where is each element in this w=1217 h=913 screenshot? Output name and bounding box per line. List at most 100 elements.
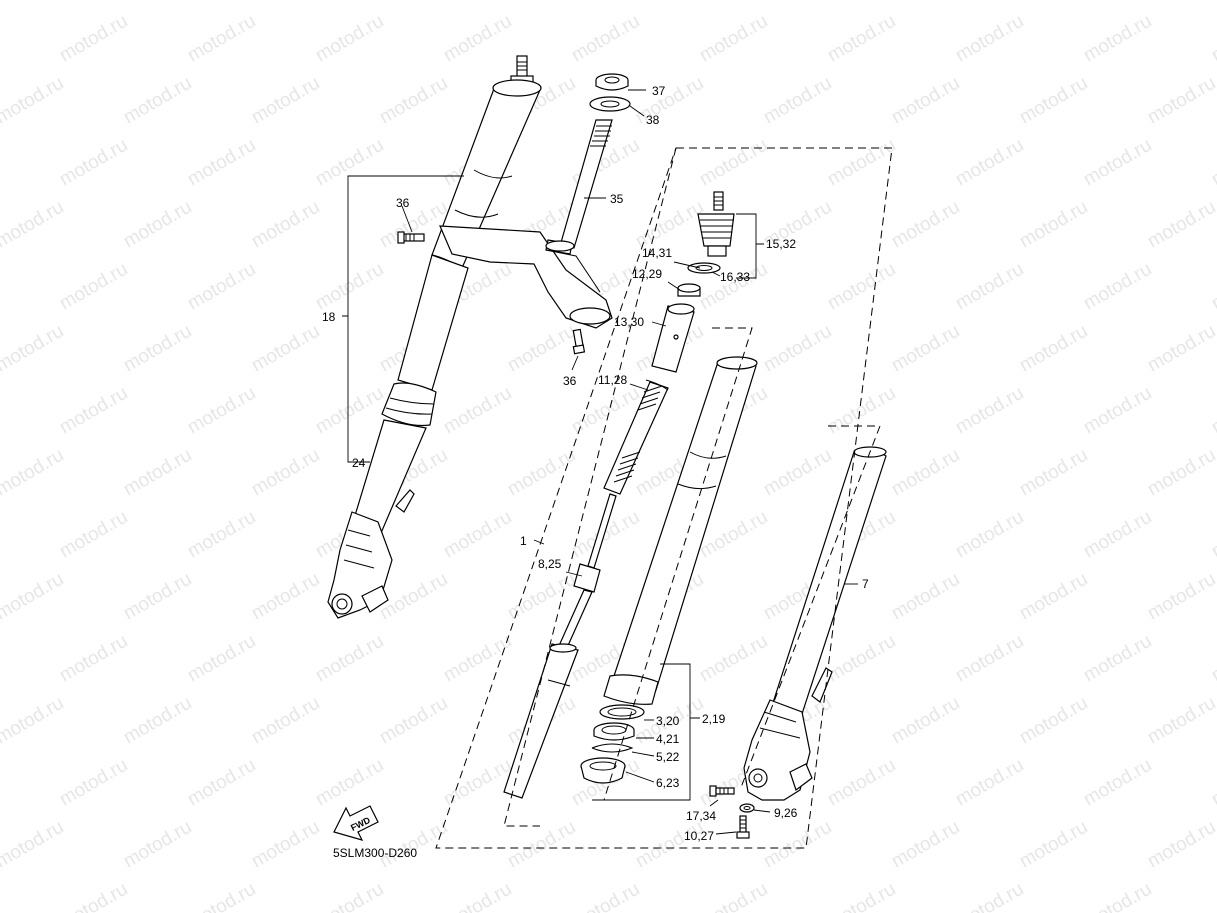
callout-13-30: 13,30: [614, 315, 644, 329]
callout-10-27: 10,27: [684, 829, 714, 843]
clip-5-22: [591, 743, 634, 753]
watermark-text: motod.ru: [568, 879, 643, 913]
watermark-text: motod.ru: [120, 445, 195, 501]
watermark-text: motod.ru: [0, 383, 3, 439]
watermark-text: motod.ru: [1016, 197, 1091, 253]
callout-12-29: 12,29: [632, 267, 662, 281]
watermark-text: motod.ru: [0, 11, 3, 67]
watermark-text: motod.ru: [824, 879, 899, 913]
o-ring-16-33: [687, 262, 721, 274]
watermark-text: motod.ru: [312, 259, 387, 315]
watermark-text: motod.ru: [1016, 817, 1091, 873]
stem-washer-38: [589, 96, 631, 112]
spring-11-28: [603, 379, 669, 495]
oil-seal-4-21: [593, 722, 635, 741]
nut-12-29: [677, 283, 701, 297]
watermark-text: motod.ru: [888, 0, 963, 4]
watermark-text: motod.ru: [248, 197, 323, 253]
watermark-text: motod.ru: [1144, 817, 1217, 873]
watermark-text: motod.ru: [0, 0, 67, 4]
watermark-text: motod.ru: [440, 507, 515, 563]
watermark-text: motod.ru: [440, 11, 515, 67]
leader-lines: [342, 89, 858, 835]
watermark-text: motod.ru: [760, 445, 835, 501]
callout-2-19: 2,19: [702, 712, 726, 726]
watermark-text: motod.ru: [120, 693, 195, 749]
washer-9-26: [739, 803, 755, 813]
callout-8-25: 8,25: [538, 557, 562, 571]
watermark-text: motod.ru: [824, 11, 899, 67]
watermark-text: motod.ru: [888, 817, 963, 873]
watermark-text: motod.ru: [696, 135, 771, 191]
watermark-text: motod.ru: [504, 321, 579, 377]
watermark-text: motod.ru: [1080, 259, 1155, 315]
watermark-text: motod.ru: [760, 73, 835, 129]
callout-36-upper: 36: [396, 196, 410, 210]
outer-tube-exploded: [603, 356, 758, 705]
watermark-text: motod.ru: [1080, 631, 1155, 687]
watermark-text: motod.ru: [184, 383, 259, 439]
watermark-text: motod.ru: [376, 73, 451, 129]
watermark-text: motod.ru: [1208, 383, 1217, 439]
callout-35: 35: [610, 192, 624, 206]
watermark-text: motod.ru: [184, 879, 259, 913]
callout-11-28: 11,28: [598, 373, 627, 387]
callout-4-21: 4,21: [656, 732, 680, 746]
watermark-text: motod.ru: [184, 11, 259, 67]
watermark-text: motod.ru: [504, 0, 579, 4]
watermark-text: motod.ru: [1144, 569, 1217, 625]
watermark-text: motod.ru: [696, 631, 771, 687]
watermark-text: motod.ru: [1080, 755, 1155, 811]
callout-18: 18: [322, 310, 336, 324]
watermark-text: motod.ru: [1208, 507, 1217, 563]
callout-6-23: 6,23: [656, 776, 680, 790]
watermark-text: motod.ru: [248, 73, 323, 129]
watermark-text: motod.ru: [1144, 197, 1217, 253]
watermark-text: motod.ru: [1016, 321, 1091, 377]
callout-36-lower: 36: [563, 374, 577, 388]
fwd-arrow: FWD: [333, 805, 379, 841]
bolt-17-34: [709, 785, 735, 797]
watermark-text: motod.ru: [120, 0, 195, 4]
watermark-text: motod.ru: [0, 817, 67, 873]
watermark-text: motod.ru: [1144, 321, 1217, 377]
watermark-text: motod.ru: [568, 11, 643, 67]
watermark-text: motod.ru: [952, 383, 1027, 439]
callout-14-31: 14,31: [642, 246, 672, 260]
watermark-text: motod.ru: [312, 631, 387, 687]
callout-3-20: 3,20: [656, 714, 680, 728]
watermark-text: motod.ru: [0, 259, 3, 315]
seal-3-20: [599, 704, 645, 720]
watermark-text: motod.ru: [952, 631, 1027, 687]
watermark-text: motod.ru: [184, 507, 259, 563]
watermark-text: motod.ru: [0, 879, 3, 913]
watermark-text: motod.ru: [632, 0, 707, 4]
diagram-code: 5SLM300-D260: [333, 846, 417, 860]
watermark-text: motod.ru: [56, 507, 131, 563]
watermark-text: motod.ru: [0, 631, 3, 687]
watermark-text: motod.ru: [0, 569, 67, 625]
watermark-text: motod.ru: [1208, 11, 1217, 67]
watermark-text: motod.ru: [888, 693, 963, 749]
bolt-10-27: [736, 815, 750, 839]
watermark-text: motod.ru: [120, 197, 195, 253]
callout-15-32: 15,32: [766, 237, 796, 251]
callout-labels: 37 38 35 36 36 18 24 15,32 14,31 16,33 1…: [322, 84, 869, 843]
watermark-text: motod.ru: [952, 259, 1027, 315]
watermark-text: motod.ru: [632, 73, 707, 129]
watermark-text: motod.ru: [696, 11, 771, 67]
callout-16-33: 16,33: [720, 270, 750, 284]
bolt-36-lower: [572, 328, 586, 355]
watermark-text: motod.ru: [888, 445, 963, 501]
callout-37: 37: [652, 84, 666, 98]
callout-5-22: 5,22: [656, 750, 680, 764]
assembled-fork: [327, 55, 613, 619]
watermark-text: motod.ru: [376, 693, 451, 749]
watermark-text: motod.ru: [760, 0, 835, 4]
watermark-text: motod.ru: [312, 135, 387, 191]
watermark-text: motod.ru: [1016, 445, 1091, 501]
watermark-text: motod.ru: [312, 11, 387, 67]
watermark-text: motod.ru: [952, 507, 1027, 563]
watermark-text: motod.ru: [1144, 693, 1217, 749]
exploded-frame: [435, 147, 893, 849]
